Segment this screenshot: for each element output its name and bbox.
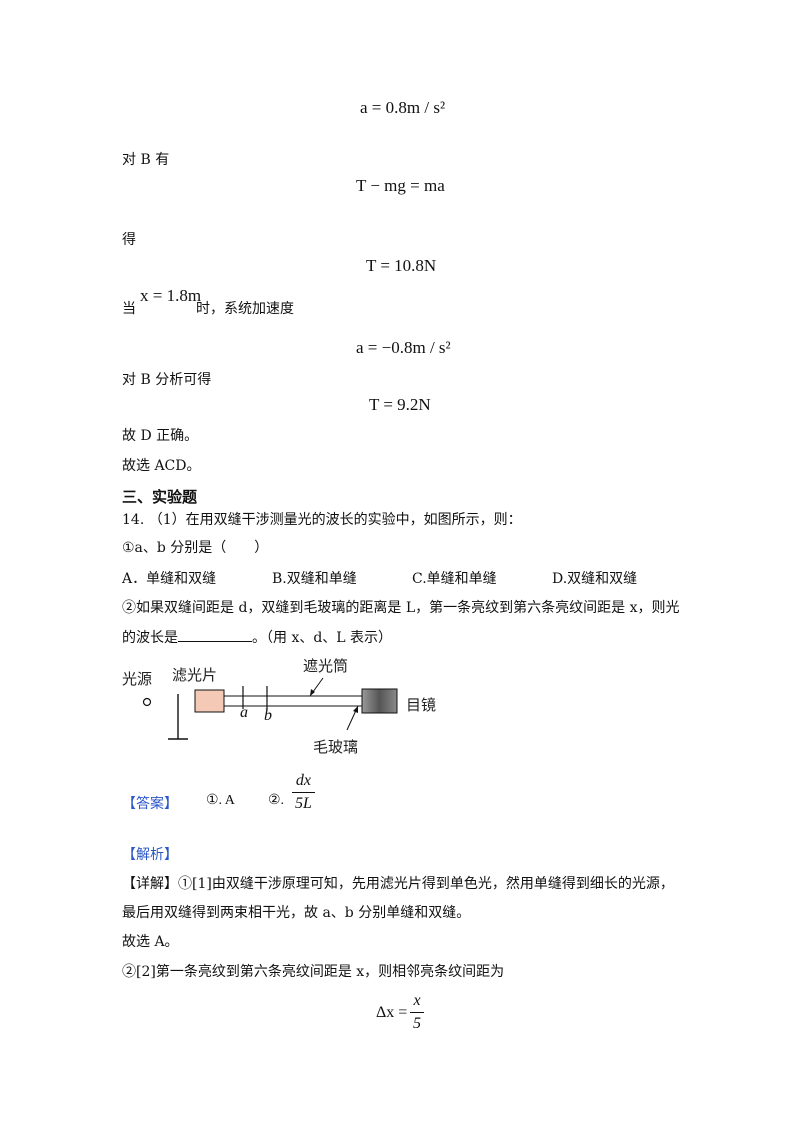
eq-acceleration-1: a = 0.8m / s² [360, 98, 446, 117]
label-eyepiece: 目镜 [406, 696, 437, 714]
detail-label: 【详解】 [122, 876, 178, 892]
answer-blank [178, 627, 252, 642]
when-prefix: 当 [122, 301, 136, 317]
answer-label: 【答案】 [122, 796, 178, 812]
question-part-2-line2: 的波长是 。（用 x、d、L 表示） [122, 627, 392, 648]
q2-suffix: 。（用 x、d、L 表示） [252, 630, 393, 646]
label-light-source: 光源 [122, 670, 153, 688]
question-part-1: ①a、b 分别是（ ） [122, 540, 269, 556]
answer-2-numerator: dx [292, 770, 315, 793]
answer-1: ①. A [206, 793, 235, 808]
eq-delta-x-fraction: x 5 [410, 990, 424, 1035]
detail-choose-a: 故选 A。 [122, 934, 179, 950]
text-choose-acd: 故选 ACD。 [122, 458, 201, 474]
label-glass: 毛玻璃 [313, 738, 359, 756]
label-filter: 滤光片 [172, 666, 218, 684]
text-de: 得 [122, 232, 136, 248]
eq-delta-x-lhs: Δx = [376, 1004, 408, 1021]
eq-delta-x-numerator: x [410, 990, 424, 1013]
eq-acceleration-2: a = −0.8m / s² [356, 338, 451, 357]
light-source-dot [142, 697, 152, 707]
eyepiece-block [361, 688, 398, 714]
apparatus-drawing [142, 677, 398, 740]
detail-line-3: ②[2]第一条亮纹到第六条亮纹间距是 x，则相邻亮条纹间距为 [122, 964, 505, 980]
question-14: 14. （1）在用双缝干涉测量光的波长的实验中，如图所示，则： [122, 512, 522, 528]
q2-prefix: 的波长是 [122, 630, 178, 646]
detail-line-2: 最后用双缝得到两束相干光，故 a、b 分别单缝和双缝。 [122, 905, 471, 921]
answer-2-denominator: 5L [295, 795, 312, 812]
detail-text-1: ①[1]由双缝干涉原理可知，先用滤光片得到单色光，然用单缝得到细长的光源， [178, 876, 674, 892]
eq-tension-1: T = 10.8N [366, 256, 437, 275]
eq-delta-x: Δx = x 5 [376, 990, 456, 1038]
section-title: 三、实验题 [122, 488, 198, 506]
glass-arrowhead [353, 706, 358, 713]
when-suffix: 时，系统加速度 [196, 301, 294, 317]
option-b: B.双缝和单缝 [272, 571, 357, 587]
question-part-2-line1: ②如果双缝间距是 d，双缝到毛玻璃的距离是 L，第一条亮纹到第六条亮纹间距是 x… [122, 600, 680, 616]
text-d-correct: 故 D 正确。 [122, 428, 199, 444]
label-tube: 遮光筒 [303, 657, 349, 675]
label-b: b [264, 707, 272, 724]
text-for-b: 对 B 有 [122, 152, 170, 168]
when-x-value: x = 1.8m [140, 286, 202, 305]
tube-arrowhead [310, 689, 315, 696]
experiment-figure: 光源 滤光片 遮光筒 目镜 毛玻璃 a b [110, 652, 470, 762]
detail-line-1: 【详解】①[1]由双缝干涉原理可知，先用滤光片得到单色光，然用单缝得到细长的光源… [122, 874, 674, 894]
option-d: D.双缝和双缝 [552, 571, 638, 587]
option-c: C.单缝和单缝 [412, 571, 497, 587]
answer-row: 【答案】 ①. A ②. dx 5L [122, 770, 422, 820]
eq-tension-relation: T − mg = ma [356, 176, 445, 195]
answer-2-fraction: dx 5L [292, 770, 315, 815]
analysis-label: 【解析】 [122, 847, 178, 863]
eq-tension-2: T = 9.2N [369, 395, 431, 414]
eq-delta-x-denominator: 5 [413, 1015, 421, 1032]
answer-2-prefix: ②. [268, 793, 285, 808]
label-a: a [240, 704, 248, 721]
text-for-b-analysis: 对 B 分析可得 [122, 372, 212, 388]
filter-box [194, 689, 225, 713]
option-a: A．单缝和双缝 [122, 571, 217, 587]
